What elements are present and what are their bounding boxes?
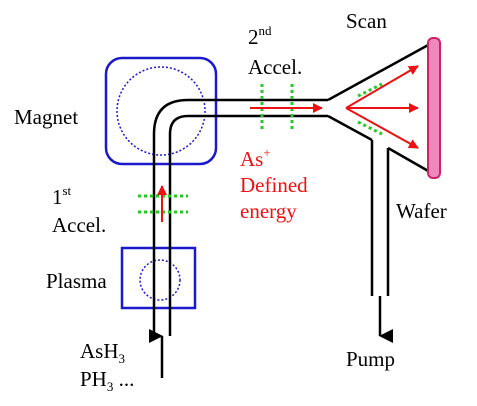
wafer: [427, 37, 441, 179]
plasma-label: Plasma: [46, 269, 107, 293]
scan-label: Scan: [346, 9, 387, 33]
pump-label: Pump: [346, 347, 395, 371]
scan-chamber: [327, 42, 431, 174]
plasma-circle: [139, 259, 181, 301]
accel-2-word: Accel.: [248, 55, 302, 79]
gas-2-label: PH3 ...: [80, 367, 134, 394]
accel-1-word: Accel.: [52, 213, 106, 237]
beam-arrow-scan-up: [345, 65, 419, 109]
magnet-pole-circle: [116, 66, 206, 156]
plasma-box: [120, 246, 197, 310]
magnet-label: Magnet: [14, 105, 78, 129]
scan-deflectors: [357, 82, 383, 136]
gas-1-label: AsH3: [80, 339, 125, 366]
accel-2-label: 2nd: [248, 23, 272, 49]
wafer-label: Wafer: [396, 199, 447, 223]
beam-arrows: [157, 65, 419, 222]
accel-1-label: 1st: [52, 183, 72, 209]
beam-tube: [152, 98, 328, 336]
pump-line: [370, 140, 390, 296]
energy-label: energy: [240, 199, 297, 223]
defined-label: Defined: [240, 173, 308, 197]
beam-arrow-scan-down: [345, 107, 419, 149]
ion-species-label: As+: [240, 145, 271, 171]
magnet-box: [104, 56, 218, 166]
